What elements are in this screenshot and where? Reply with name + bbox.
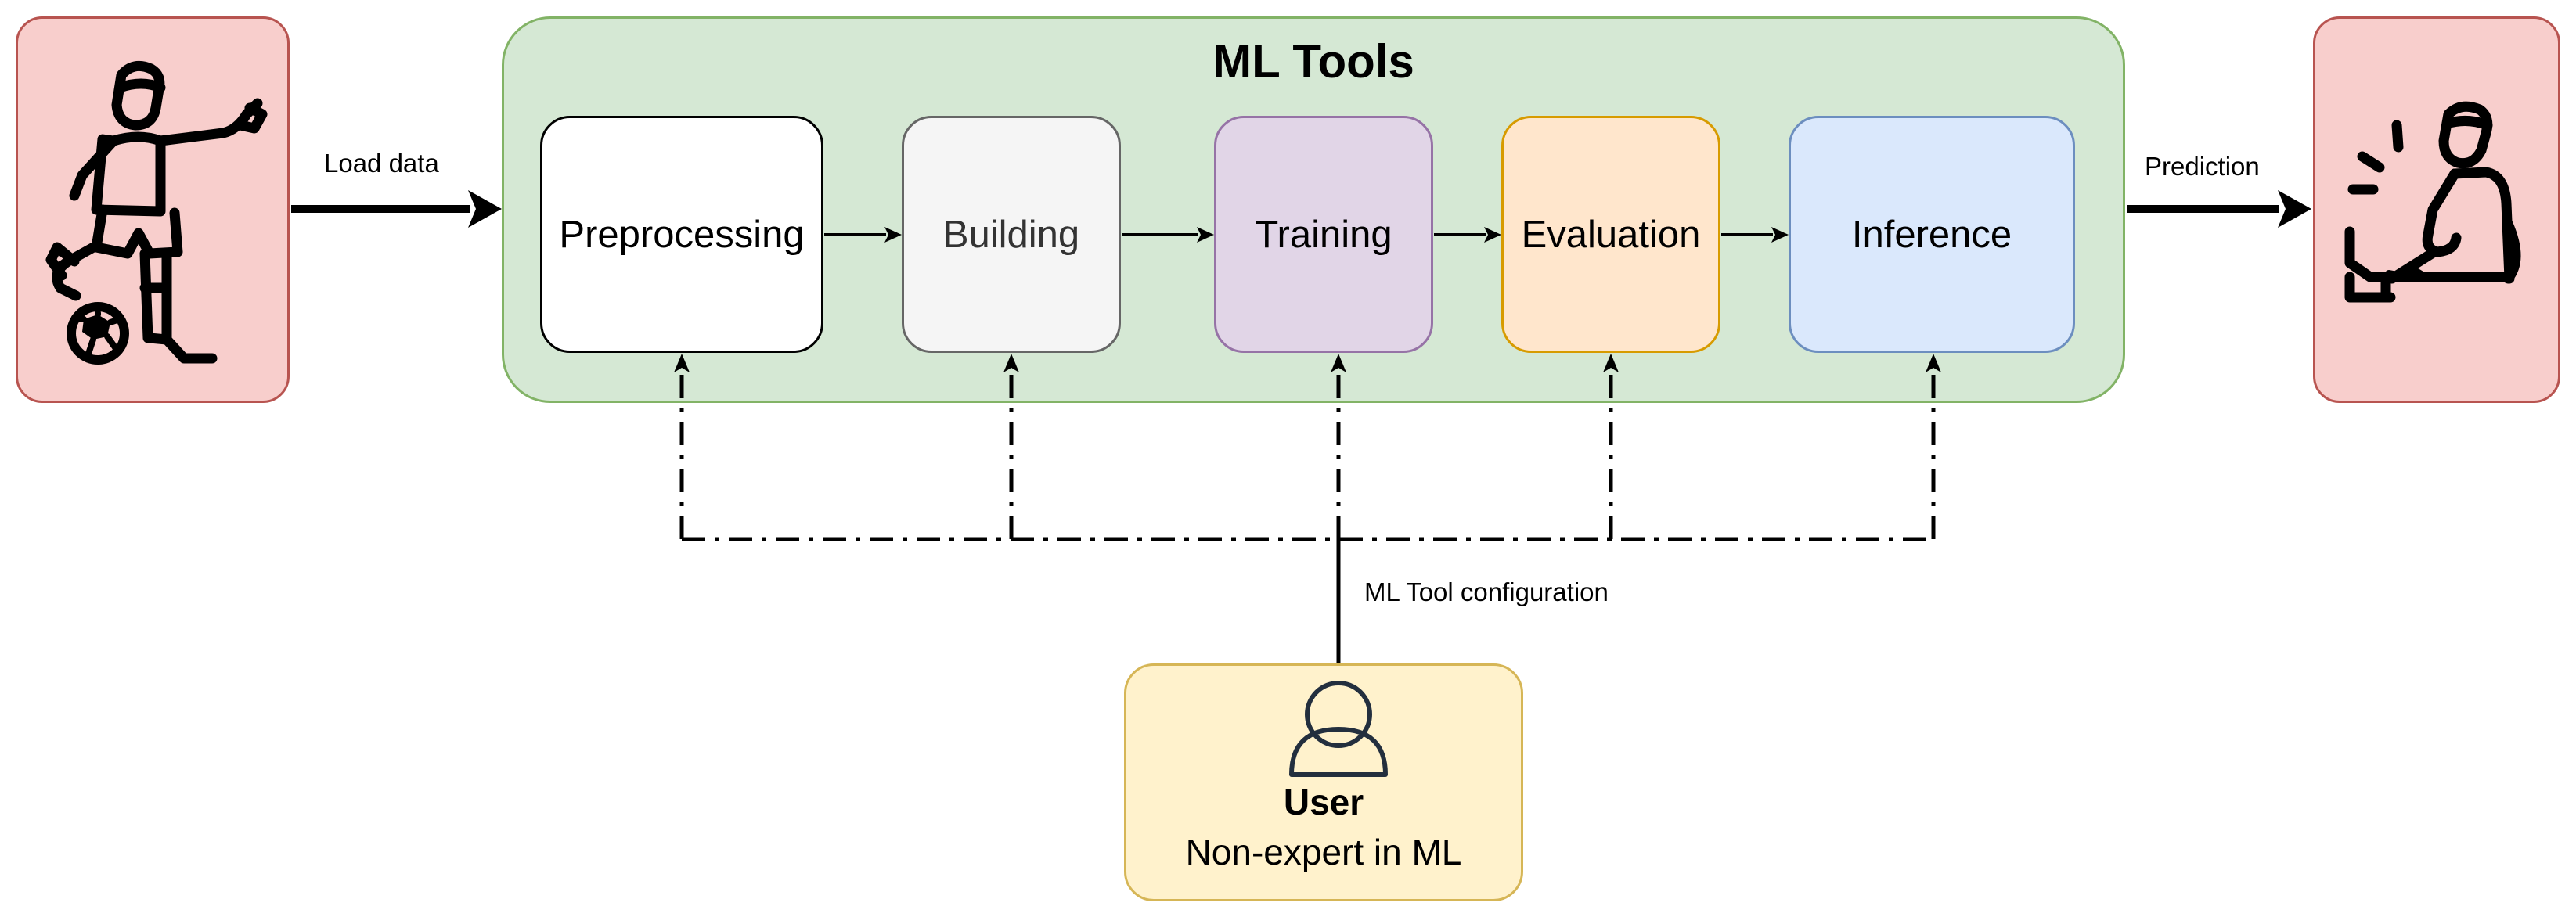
user-title: User <box>1283 782 1364 822</box>
soccer-player-kicking-icon <box>45 60 268 365</box>
injured-player-icon <box>2344 101 2521 303</box>
user-subtitle: Non-expert in ML <box>1185 832 1462 872</box>
prediction-output-box <box>2313 16 2560 403</box>
configuration-lines <box>679 371 1936 541</box>
stage-inference: Inference <box>1789 116 2075 353</box>
load-data-label: Load data <box>324 149 439 178</box>
input-data-box <box>16 16 290 403</box>
stage-building: Building <box>902 116 1121 353</box>
stage-preprocessing: Preprocessing <box>540 116 823 353</box>
load-data-arrow <box>291 190 502 228</box>
ml-tool-configuration-label: ML Tool configuration <box>1364 577 1609 606</box>
ml-tools-title: ML Tools <box>1212 35 1414 88</box>
prediction-label: Prediction <box>2145 152 2260 181</box>
stage-training: Training <box>1214 116 1433 353</box>
stage-evaluation: Evaluation <box>1501 116 1720 353</box>
prediction-arrow <box>2127 190 2311 228</box>
